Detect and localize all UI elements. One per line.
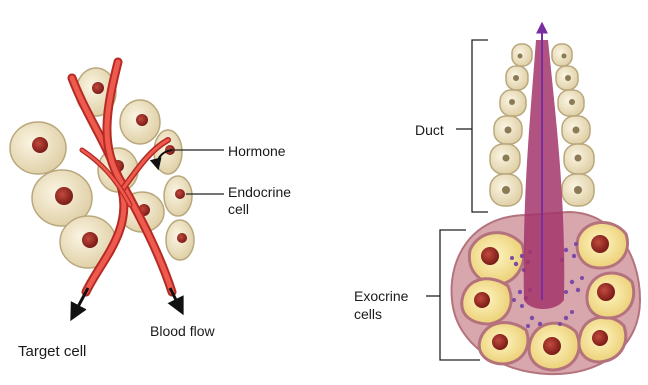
duct-label: Duct	[415, 122, 444, 139]
hormone-label: Hormone	[228, 143, 286, 160]
target-cell-label: Target cell	[18, 343, 86, 360]
endocrine-cell-label-line1: Endocrine	[228, 184, 291, 201]
exocrine-cells-label-line1: Exocrine	[354, 288, 408, 305]
exocrine-gland	[426, 24, 640, 374]
endocrine-cell-label-line2: cell	[228, 201, 249, 218]
target-cell-arrow	[72, 288, 88, 318]
duct-bracket	[472, 40, 488, 212]
blood-flow-label: Blood flow	[150, 323, 215, 340]
exocrine-cells-label-line2: cells	[354, 306, 382, 323]
endocrine-gland	[10, 62, 224, 318]
